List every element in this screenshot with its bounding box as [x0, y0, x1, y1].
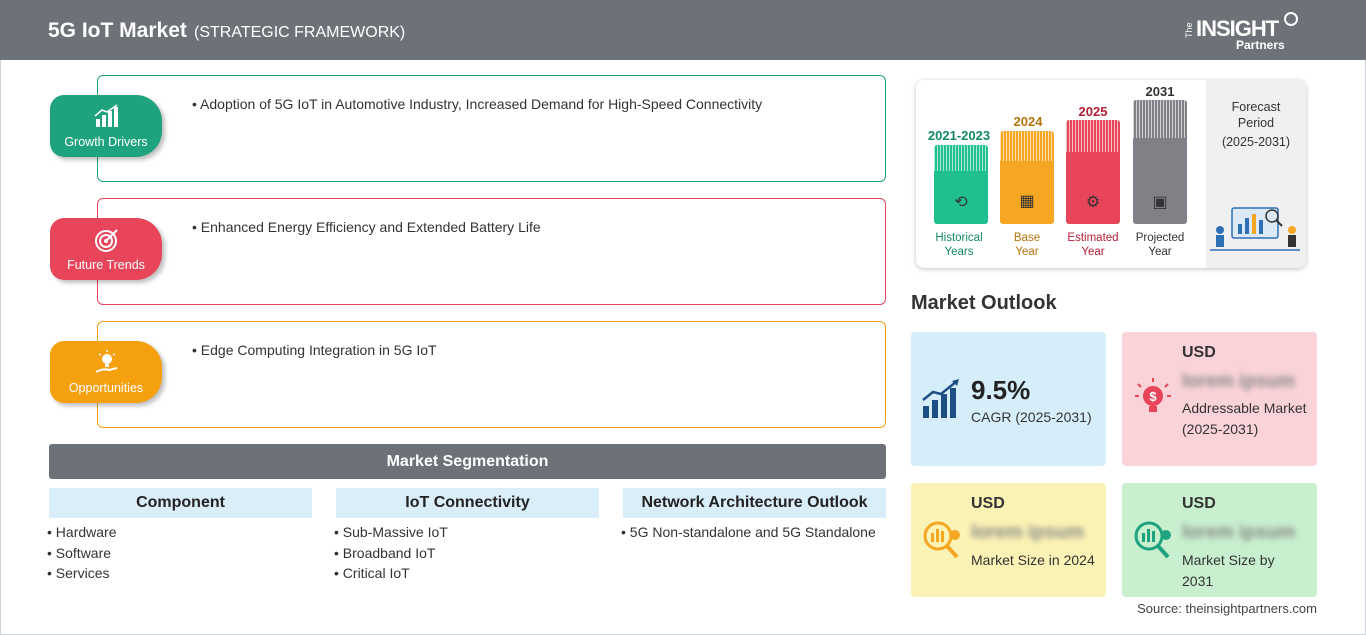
growth-drivers-badge: Growth Drivers	[50, 95, 162, 157]
dollar-bulb-icon: $	[1135, 378, 1171, 412]
list-item: Services	[47, 565, 117, 586]
segment-heading-network-architecture: Network Architecture Outlook	[623, 488, 886, 518]
opportunities-card: • Edge Computing Integration in 5G IoT	[97, 321, 886, 428]
market-size-2031-box: USD lorem ipsum Market Size by 2031	[1122, 483, 1317, 597]
money-magnifier-icon	[923, 521, 960, 559]
growth-drivers-text: • Adoption of 5G IoT in Automotive Indus…	[192, 96, 763, 112]
market-outlook-title: Market Outlook	[911, 292, 1057, 314]
calendar-icon: ▦	[1019, 193, 1035, 210]
cagr-box: 9.5% CAGR (2025-2031)	[911, 332, 1106, 466]
analytics-illustration-icon	[1210, 207, 1300, 251]
insight-partners-logo: The INSIGHT Partners	[1184, 12, 1304, 52]
timeline-year-estimated: 2025	[1078, 104, 1108, 119]
list-item: 5G Non-standalone and 5G Standalone	[621, 524, 876, 545]
addressable-market-box: $ USD lorem ipsum Addressable Market (20…	[1122, 332, 1317, 466]
svg-text:$: $	[1149, 389, 1157, 404]
size-2024-usd: USD	[971, 495, 1005, 512]
growth-drivers-card: • Adoption of 5G IoT in Automotive Indus…	[97, 75, 886, 182]
segment-list-network-architecture: 5G Non-standalone and 5G Standalone	[621, 524, 876, 545]
opportunities-text: • Edge Computing Integration in 5G IoT	[192, 342, 437, 358]
future-trends-text: • Enhanced Energy Efficiency and Extende…	[192, 219, 541, 235]
list-item: Sub-Massive IoT	[334, 524, 448, 545]
list-item: Software	[47, 545, 117, 566]
timeline-bar-historical: ⟲	[934, 145, 988, 224]
size-2024-label: Market Size in 2024	[971, 552, 1095, 568]
cagr-label: CAGR (2025-2031)	[971, 409, 1092, 425]
future-trends-card: • Enhanced Energy Efficiency and Extende…	[97, 198, 886, 305]
size-2031-value: lorem ipsum	[1182, 522, 1295, 543]
segment-heading-component: Component	[49, 488, 312, 518]
list-item: Broadband IoT	[334, 545, 448, 566]
timeline-year-historical: 2021-2023	[927, 128, 991, 143]
target-icon	[95, 229, 118, 252]
timeline-bar-base: ▦	[1000, 131, 1054, 224]
source-link[interactable]: Source: theinsightpartners.com	[1137, 601, 1317, 616]
list-item: Hardware	[47, 524, 117, 545]
size-2031-usd: USD	[1182, 495, 1216, 512]
opportunities-label: Opportunities	[68, 381, 144, 395]
presentation-icon: ▣	[1152, 194, 1168, 211]
timeline-year-projected: 2031	[1145, 84, 1175, 99]
page-title: 5G IoT Market	[48, 19, 187, 42]
page-subtitle: (STRATEGIC FRAMEWORK)	[194, 24, 406, 41]
growth-chart-icon	[922, 379, 959, 418]
gears-icon: ⚙	[1085, 194, 1101, 211]
timeline-year-base: 2024	[1013, 114, 1043, 129]
opportunities-badge: Opportunities	[50, 341, 162, 403]
timeline-bar-estimated: ⚙	[1066, 120, 1120, 224]
forecast-period-text: Forecast Period (2025-2031)	[1221, 100, 1291, 149]
growth-drivers-label: Growth Drivers	[64, 135, 148, 149]
size-2031-label: Market Size by 2031	[1182, 552, 1275, 589]
future-trends-badge: Future Trends	[50, 218, 162, 280]
market-segmentation-bar: Market Segmentation	[49, 444, 886, 479]
lightbulb-hand-icon	[95, 350, 118, 373]
addressable-label: Addressable Market (2025-2031)	[1182, 400, 1307, 437]
segment-heading-iot-connectivity: IoT Connectivity	[336, 488, 599, 518]
bar-chart-icon	[94, 104, 118, 127]
timeline-bar-projected: ▣	[1133, 100, 1187, 224]
list-item: Critical IoT	[334, 565, 448, 586]
addressable-usd: USD	[1182, 344, 1216, 361]
money-magnifier-green-icon	[1134, 521, 1171, 559]
addressable-value: lorem ipsum	[1182, 371, 1295, 392]
market-size-2024-box: USD lorem ipsum Market Size in 2024	[911, 483, 1106, 597]
segment-list-iot-connectivity: Sub-Massive IoT Broadband IoT Critical I…	[334, 524, 448, 586]
size-2024-value: lorem ipsum	[971, 522, 1084, 543]
future-trends-label: Future Trends	[67, 258, 145, 272]
history-icon: ⟲	[954, 194, 968, 211]
header-bar: 5G IoT Market (STRATEGIC FRAMEWORK) The …	[0, 0, 1366, 60]
segment-list-component: Hardware Software Services	[47, 524, 117, 586]
cagr-value: 9.5%	[971, 375, 1031, 405]
